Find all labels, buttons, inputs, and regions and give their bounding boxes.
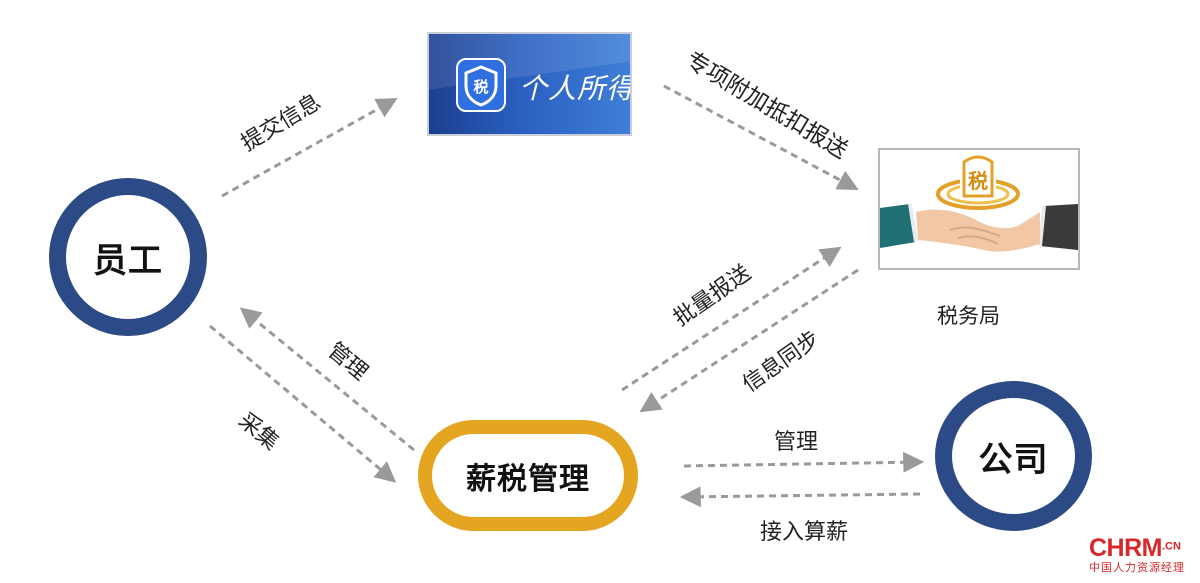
company-label: 公司: [978, 439, 1049, 480]
arrow-tax-bureau-to-payroll: [639, 268, 859, 413]
arrow-employee-to-app: [221, 97, 398, 198]
chrm-logo-main: CHRM: [1089, 534, 1163, 562]
chrm-logo: CHRM.CN 中国人力资源经理: [1089, 534, 1185, 575]
payroll-node: 薪税管理: [418, 420, 638, 531]
arrow-payroll-to-company: [683, 451, 925, 473]
tax-emblem-glyph: 税: [968, 169, 988, 193]
company-node: 公司: [935, 381, 1092, 531]
edge-label-connect-payroll: 接入算薪: [760, 520, 849, 545]
handshake-emblem-icon: 税: [880, 155, 1078, 252]
personal-income-tax-app: 税 个人所得税: [427, 32, 632, 136]
payroll-label: 薪税管理: [466, 461, 590, 497]
shield-icon: 税: [456, 58, 506, 112]
arrow-payroll-to-tax-bureau: [621, 246, 842, 392]
chrm-logo-sub: 中国人力资源经理: [1089, 562, 1185, 574]
arrow-app-to-tax-bureau: [663, 84, 859, 190]
app-icon-glyph: 税: [473, 78, 488, 96]
employee-node: 员工: [49, 178, 207, 336]
app-title: 个人所得税: [519, 72, 630, 105]
arrow-employee-to-payroll: [209, 324, 397, 483]
tax-bureau-image: 税: [878, 148, 1080, 270]
edge-label-manage-company: 管理: [774, 430, 819, 455]
arrow-company-to-payroll: [679, 486, 921, 508]
tax-bureau-label: 税务局: [937, 304, 1000, 328]
arrow-payroll-to-employee: [239, 307, 415, 452]
employee-label: 员工: [93, 240, 163, 281]
chrm-logo-suffix: .CN: [1162, 540, 1181, 553]
